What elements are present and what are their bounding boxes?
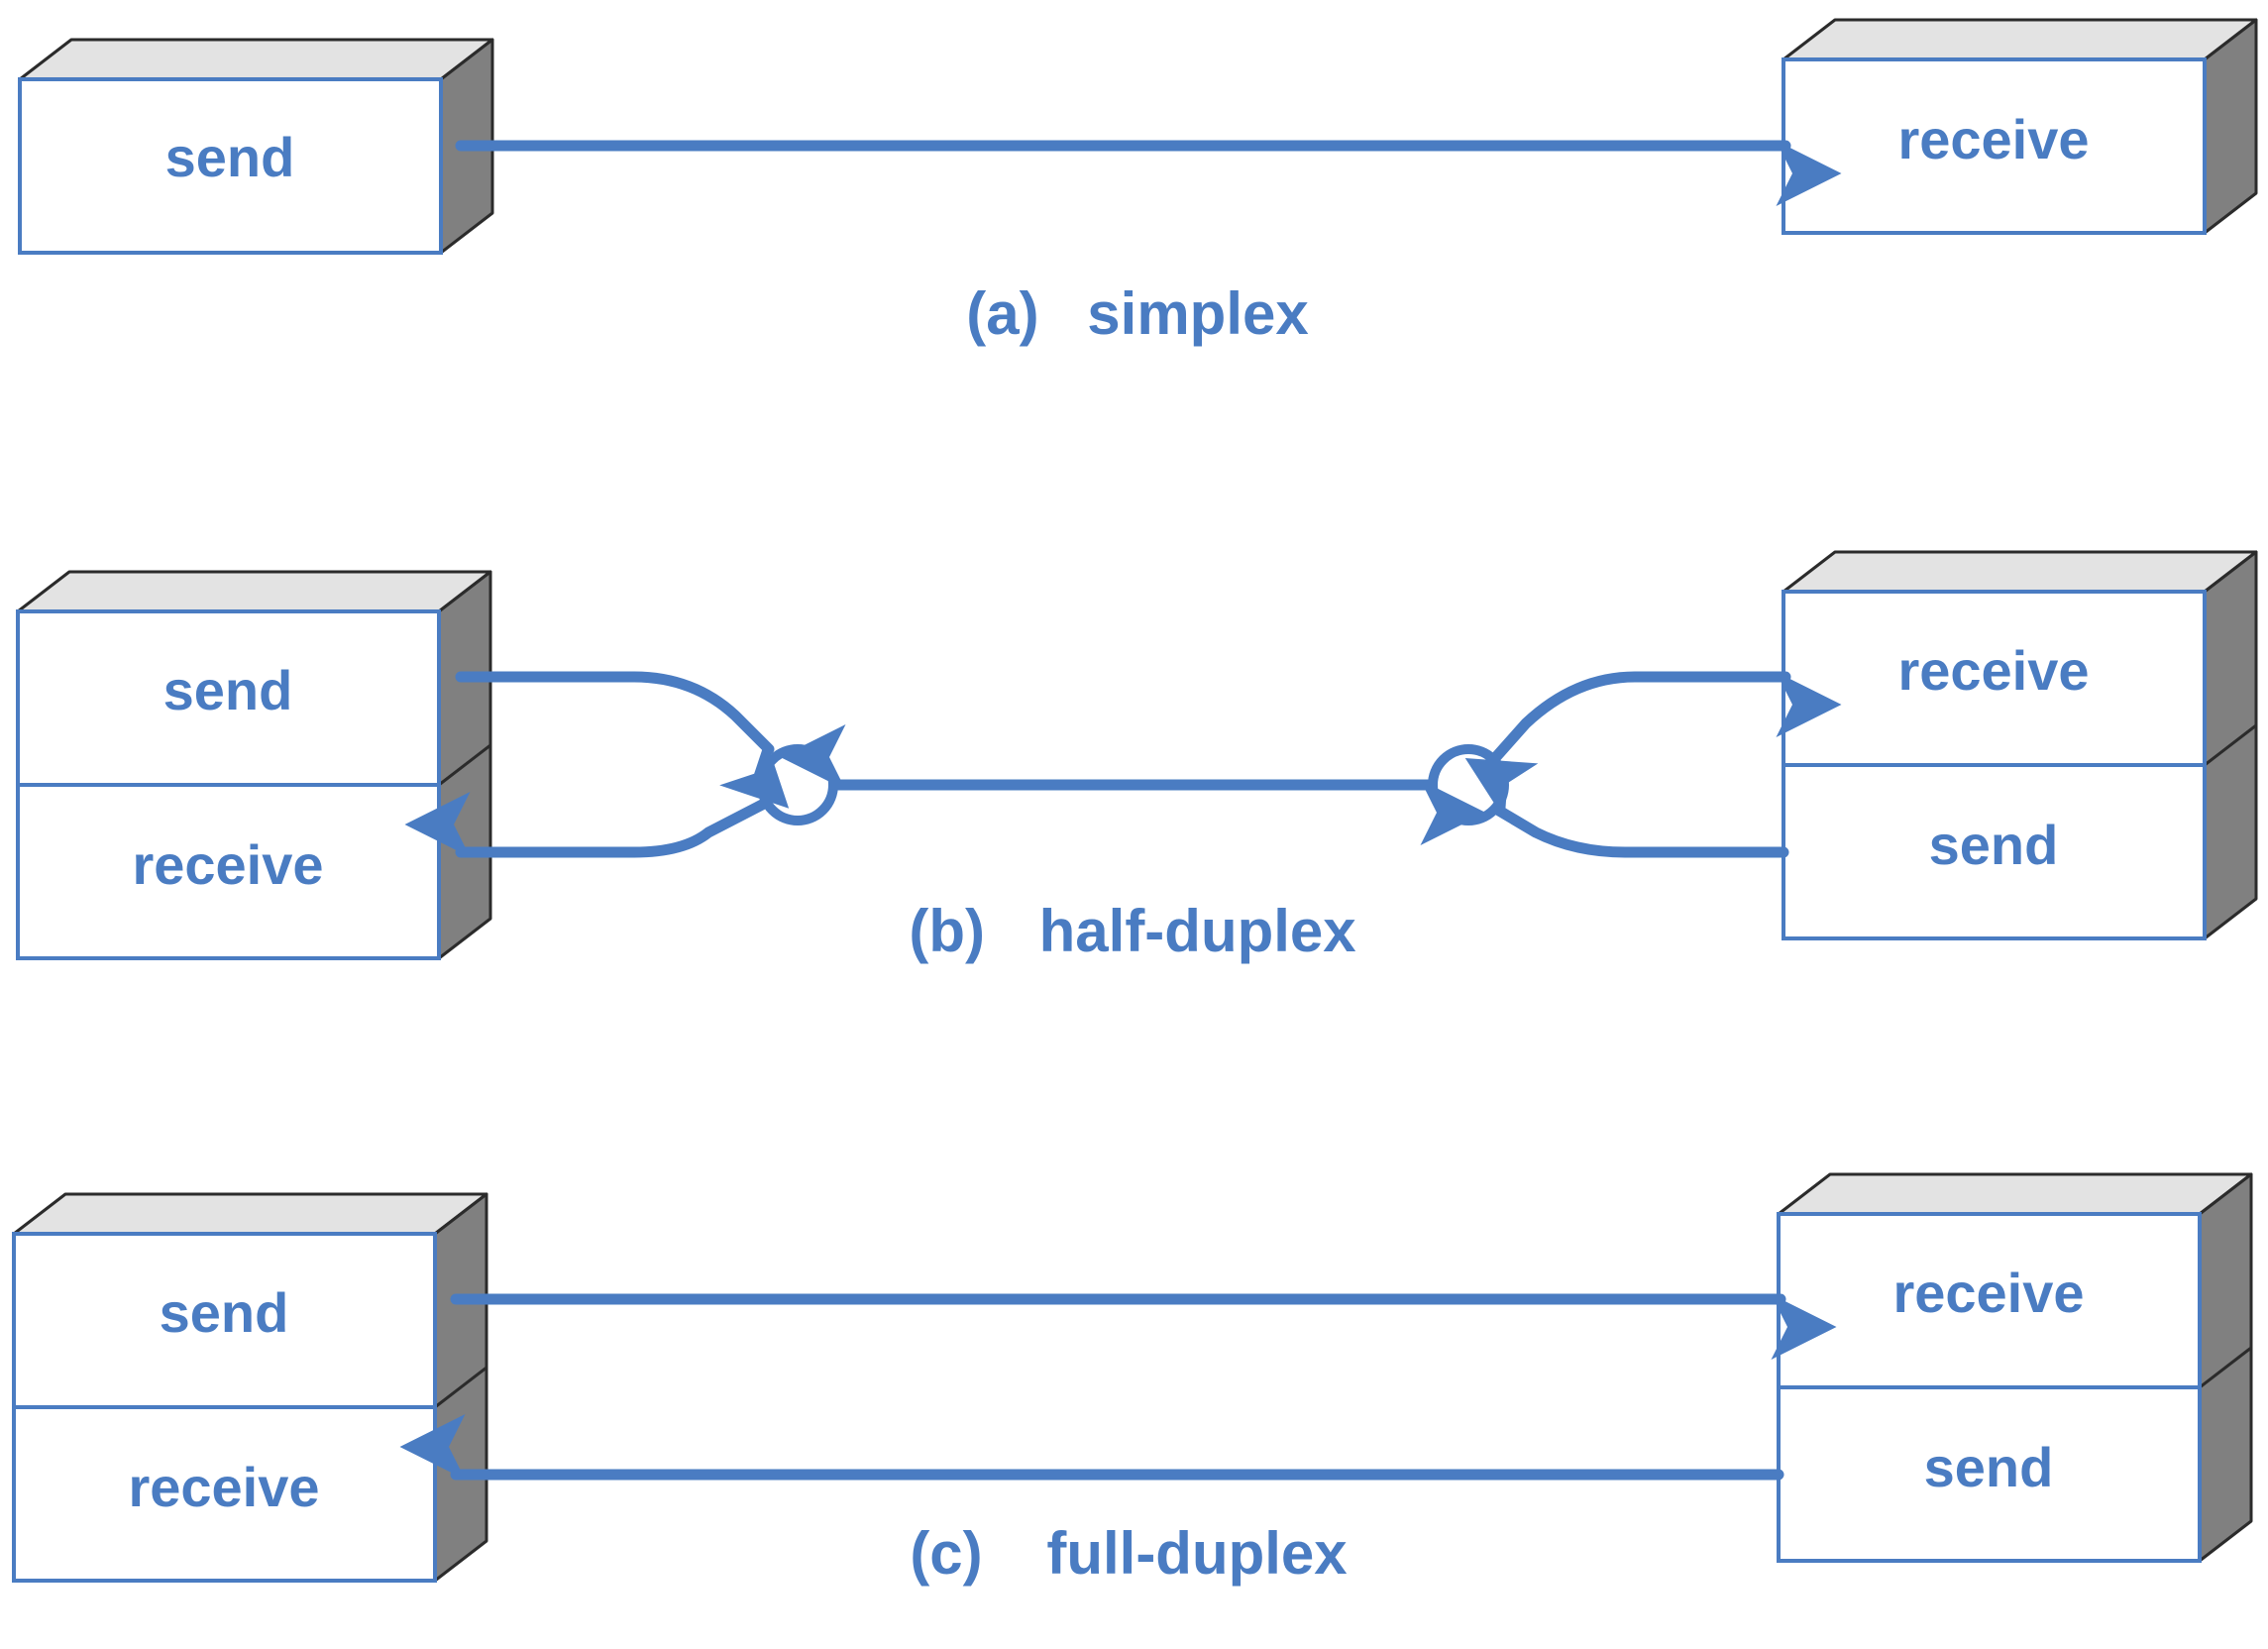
half-duplex-section: send receive receive send (b) half-duple… <box>16 550 2258 964</box>
box-top-face <box>1777 1172 2253 1216</box>
box-top-face <box>12 1192 488 1236</box>
simplex-receive-box: receive <box>1782 18 2258 235</box>
half-duplex-left-receive-label: receive <box>132 833 323 896</box>
full-duplex-right-receive-label: receive <box>1892 1262 2084 1324</box>
full-duplex-right-send-label: send <box>1924 1436 2054 1498</box>
full-duplex-caption-letter: (c) <box>910 1520 982 1587</box>
full-duplex-left-send-label: send <box>160 1281 289 1344</box>
half-duplex-left-switch-node <box>757 744 838 825</box>
box-top-face <box>1782 550 2258 594</box>
half-duplex-right-receive-label: receive <box>1897 639 2089 702</box>
half-duplex-left-send-to-switch-arrow <box>455 671 790 809</box>
half-duplex-caption-letter: (b) <box>909 898 985 964</box>
box-side-divider <box>438 743 491 787</box>
half-duplex-caption-name: half-duplex <box>1039 898 1356 964</box>
simplex-send-label: send <box>165 126 295 188</box>
full-duplex-caption-name: full-duplex <box>1046 1520 1347 1587</box>
half-duplex-right-box: receive send <box>1782 550 2258 940</box>
simplex-section: send receive (a) simplex <box>18 18 2258 347</box>
box-side-face <box>2203 18 2258 235</box>
full-duplex-left-box: send receive <box>12 1192 488 1583</box>
box-top-face <box>16 570 492 613</box>
half-duplex-switch-to-right-receive-arrow <box>1488 671 1842 765</box>
full-duplex-left-receive-label: receive <box>128 1456 319 1518</box>
full-duplex-right-box: receive send <box>1777 1172 2253 1563</box>
box-side-divider <box>434 1366 487 1409</box>
box-side-divider <box>2204 723 2257 767</box>
simplex-caption: (a) simplex <box>966 280 1308 347</box>
half-duplex-left-box: send receive <box>16 570 492 960</box>
half-duplex-switch-to-left-receive-arrow <box>404 792 772 858</box>
half-duplex-right-send-label: send <box>1929 814 2059 876</box>
half-duplex-right-send-to-switch-arrow <box>1464 758 1789 858</box>
half-duplex-left-send-label: send <box>163 659 293 721</box>
box-top-face <box>18 38 494 81</box>
box-front-face <box>18 77 443 255</box>
half-duplex-caption: (b) half-duplex <box>909 898 1355 964</box>
simplex-caption-name: simplex <box>1087 280 1308 347</box>
full-duplex-caption: (c) full-duplex <box>910 1520 1347 1587</box>
simplex-send-box: send <box>18 38 494 255</box>
box-side-divider <box>2199 1346 2252 1389</box>
simplex-caption-letter: (a) <box>966 280 1038 347</box>
simplex-receive-label: receive <box>1897 108 2089 170</box>
box-top-face <box>1782 18 2258 61</box>
full-duplex-section: send receive receive send (c) full-duple… <box>12 1172 2253 1587</box>
